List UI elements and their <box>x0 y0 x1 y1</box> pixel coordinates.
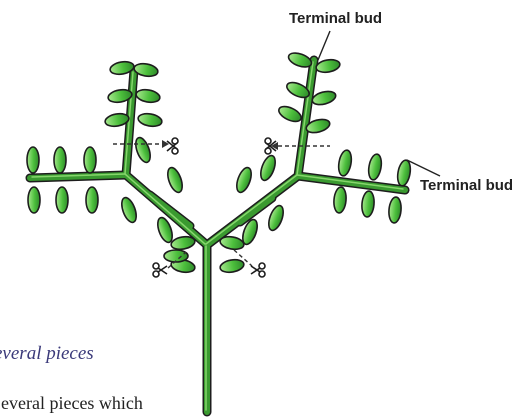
leaf <box>170 235 196 251</box>
leaf <box>219 258 245 274</box>
leaf <box>164 250 188 262</box>
leaf <box>388 197 402 224</box>
leaf <box>337 149 353 177</box>
leaf <box>28 187 40 213</box>
leaf <box>119 196 139 225</box>
scissors-icon <box>251 263 265 277</box>
leaf <box>258 154 278 183</box>
leaf <box>266 204 286 233</box>
leaf <box>361 191 375 218</box>
leaf <box>277 103 304 124</box>
caption-heading: everal pieces <box>0 343 94 365</box>
leaf <box>311 89 337 107</box>
leaf <box>287 50 314 69</box>
plant-leaves <box>27 50 412 274</box>
leaf <box>137 112 163 128</box>
leaf <box>84 147 96 173</box>
terminal-bud-top-pointer <box>318 31 330 60</box>
leaf <box>367 153 383 181</box>
leaf <box>165 166 185 195</box>
cut-arrowheads <box>162 140 278 150</box>
scissors-icon <box>153 263 167 277</box>
leaf <box>234 166 254 195</box>
leaf <box>333 187 347 214</box>
leaf <box>315 58 341 74</box>
terminal-bud-right-pointer <box>407 160 440 176</box>
leaf <box>56 187 68 213</box>
terminal-bud-right-label: Terminal bud <box>420 177 513 194</box>
scissors-icon <box>167 138 178 154</box>
leaf <box>133 136 153 165</box>
leaf <box>54 147 66 173</box>
leaf <box>86 187 98 213</box>
leaf <box>396 159 412 187</box>
leaf <box>27 147 39 173</box>
leaf <box>219 235 245 251</box>
caption-body: everal pieces which <box>1 393 143 414</box>
terminal-bud-top-label: Terminal bud <box>289 10 382 27</box>
leaf <box>135 88 161 104</box>
